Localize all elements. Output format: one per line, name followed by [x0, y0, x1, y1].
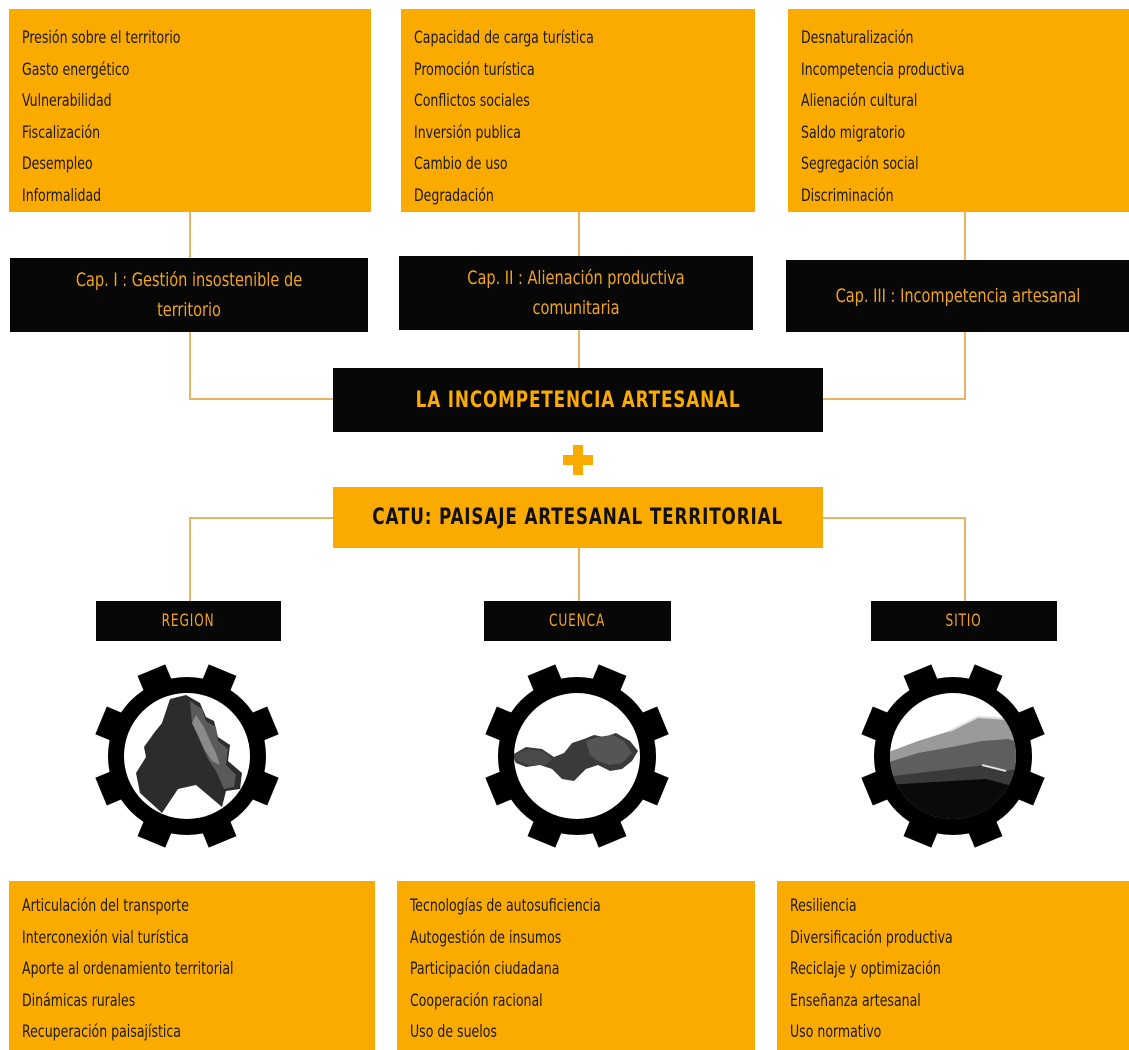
strategy-item: Recuperación paisajística	[22, 1022, 181, 1042]
problem-item: Alienación cultural	[801, 91, 918, 111]
plus-icon	[563, 445, 593, 475]
problem-item: Presión sobre el territorio	[22, 28, 181, 48]
basin-map-icon	[514, 733, 638, 781]
strategy-item: Reciclaje y optimización	[790, 959, 941, 979]
connector-line	[189, 517, 333, 519]
strategy-item: Enseñanza artesanal	[790, 990, 921, 1011]
problem-item: Saldo migratorio	[801, 122, 906, 143]
problem-item: Desempleo	[22, 154, 93, 174]
chapter-title: Cap. I : Gestión insostenible de territo…	[75, 269, 303, 321]
strategy-item: Participación ciudadana	[410, 959, 560, 979]
connector-line	[578, 548, 580, 601]
problem-item: Incompetencia productiva	[801, 59, 965, 80]
problem-item: Informalidad	[22, 185, 102, 206]
chapter-title: Cap. III : Incompetencia artesanal	[835, 285, 1080, 307]
strategy-item: Dinámicas rurales	[22, 990, 136, 1011]
region-map-icon	[136, 695, 242, 813]
problem-item: Segregación social	[801, 154, 919, 174]
connector-line	[823, 517, 966, 519]
connector-line	[189, 212, 191, 258]
connector-line	[823, 398, 966, 400]
connector-line	[964, 212, 966, 260]
chapter-box-1: Cap. I : Gestión insostenible de territo…	[10, 258, 368, 332]
gear-region-map-icon	[95, 664, 279, 848]
problem-item: Promoción turística	[414, 59, 535, 80]
connector-line	[964, 517, 966, 601]
catu-title-box: CATU: PAISAJE ARTESANAL TERRITORIAL	[333, 487, 823, 548]
connector-line	[189, 332, 191, 400]
problem-item: Fiscalización	[22, 122, 101, 143]
site-section-icon	[890, 715, 1016, 819]
chapter-title: Cap. II : Alienación productiva comunita…	[467, 267, 685, 319]
problem-item: Cambio de uso	[414, 154, 508, 174]
connector-line	[578, 212, 580, 256]
scale-label-sitio: SITIO	[871, 601, 1057, 641]
connector-line	[578, 330, 580, 368]
scale-label-cuenca: CUENCA	[484, 601, 671, 641]
connector-line	[189, 517, 191, 601]
gear-site-section-icon	[861, 664, 1045, 848]
strategy-item: Tecnologías de autosuficiencia	[410, 896, 601, 916]
catu-title: CATU: PAISAJE ARTESANAL TERRITORIAL	[372, 505, 784, 530]
central-title: LA INCOMPETENCIA ARTESANAL	[415, 387, 741, 413]
chapter-box-3: Cap. III : Incompetencia artesanal	[786, 260, 1129, 332]
gear-basin-map-icon	[485, 664, 669, 848]
strategy-item: Uso de suelos	[410, 1022, 497, 1042]
strategy-item: Diversificación productiva	[790, 927, 953, 948]
connector-line	[964, 332, 966, 400]
strategy-item: Resiliencia	[790, 896, 857, 916]
strategy-item: Cooperación racional	[410, 990, 543, 1011]
problem-item: Degradación	[414, 185, 494, 206]
strategy-item: Articulación del transporte	[22, 896, 189, 916]
strategy-item: Interconexión vial turística	[22, 927, 189, 948]
problem-item: Capacidad de carga turística	[414, 28, 594, 48]
scale-label-region: REGION	[96, 601, 281, 641]
central-title-box: LA INCOMPETENCIA ARTESANAL	[333, 368, 823, 432]
strategy-item: Aporte al ordenamiento territorial	[22, 959, 234, 979]
problem-item: Conflictos sociales	[414, 91, 530, 111]
problem-item: Inversión publica	[414, 122, 521, 143]
problem-item: Discriminación	[801, 185, 894, 206]
strategy-item: Uso normativo	[790, 1022, 882, 1042]
problem-item: Vulnerabilidad	[22, 91, 112, 111]
connector-line	[189, 398, 333, 400]
chapter-box-2: Cap. II : Alienación productiva comunita…	[399, 256, 753, 330]
strategy-item: Autogestión de insumos	[410, 927, 562, 948]
problem-item: Gasto energético	[22, 59, 130, 80]
problem-item: Desnaturalización	[801, 28, 914, 48]
